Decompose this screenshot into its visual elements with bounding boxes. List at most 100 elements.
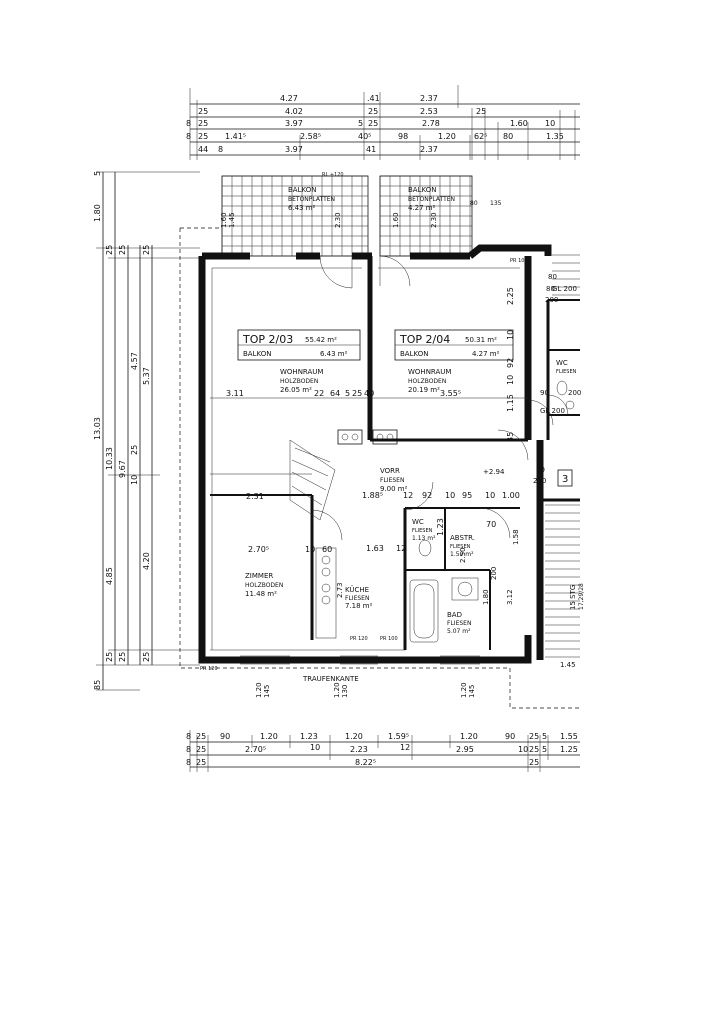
dim-in-1-88: 1.88⁵ <box>362 491 383 500</box>
dim-bot-r2-c: 2.70⁵ <box>245 745 266 754</box>
top-204-balcony-label: BALKON <box>400 350 428 358</box>
dim-in-1-23: 1.23 <box>436 518 445 536</box>
dim-bot-r1-j: 25 <box>529 732 539 741</box>
dim-top-r2-d: 2.53 <box>420 107 438 116</box>
dim-in-1-63: 1.63 <box>366 544 384 553</box>
dim-top-r2-c: 25 <box>368 107 378 116</box>
wc2-name: WC <box>556 359 568 367</box>
dim-top-r3-a: 8 <box>186 119 191 128</box>
dim-top-41: .41 <box>367 94 380 103</box>
top-204-area: 50.31 m² <box>465 336 497 344</box>
dim-top-r5-b: 8 <box>218 145 223 154</box>
dim-in-200: 200 <box>533 477 546 485</box>
dim-in-1-58: 1.58 <box>512 529 520 545</box>
dim-top-r3-d: 5 <box>358 119 363 128</box>
dim-left-25a: 25 <box>105 245 114 255</box>
dim-in-80b: 80 <box>548 273 557 281</box>
pr120-b: PR 120 <box>200 666 218 672</box>
dim-top-r5-e: 2.37 <box>420 145 438 154</box>
dim-top-r4-d: 2.58⁵ <box>300 132 321 141</box>
gl200-label: GL 200 <box>540 407 565 415</box>
dim-in-64: 64 <box>330 389 340 398</box>
wohnraum1-name: WOHNRAUM <box>280 368 323 376</box>
dim-top-r3-b: 25 <box>198 119 208 128</box>
dim-bot-r2-f: 12 <box>400 743 410 752</box>
dim-in-3-12: 3.12 <box>506 589 514 605</box>
dim-bot-r1-d: 1.20 <box>260 732 278 741</box>
dim-top-r4-i: 80 <box>503 132 513 141</box>
dim-top-r5-a: 44 <box>198 145 208 154</box>
dim-in-10e: 10 <box>506 375 515 385</box>
dim-in-22: 22 <box>314 389 324 398</box>
dim-left-4-85: 4.85 <box>105 567 114 585</box>
stg-name: 15 STG <box>569 585 577 610</box>
dim-in-10a: 10 <box>445 491 455 500</box>
dim-bot-r2-d: 10 <box>310 743 320 752</box>
dim-bot-r1-c: 90 <box>220 732 230 741</box>
pr120-a: PR 120 <box>350 636 368 642</box>
dim-balc-1-60a: 1.60 <box>220 212 228 228</box>
dim-in-35: 35 <box>506 432 515 442</box>
dim-top-r3-c: 3.97 <box>285 119 303 128</box>
dim-bot-r1-i: 90 <box>505 732 515 741</box>
dim-in-2-73: 2.73 <box>336 582 344 598</box>
abstr-floor: FLIESEN <box>450 544 471 550</box>
doors <box>311 255 569 541</box>
bottom-windows <box>240 655 480 665</box>
top-203-area: 55.42 m² <box>305 336 337 344</box>
dim-in-1-00: 1.00 <box>502 491 520 500</box>
dim-bot-r2-b: 25 <box>196 745 206 754</box>
dim-in-win3b: 145 <box>468 685 476 698</box>
dim-bot-r3-b: 25 <box>196 758 206 767</box>
zimmer-name: ZIMMER <box>245 572 273 580</box>
dim-bot-r3-c: 8.22⁵ <box>355 758 376 767</box>
dim-in-5: 5 <box>345 389 350 398</box>
dim-balc-135: 135 <box>490 200 502 207</box>
top-203-balcony-area: 6.43 m² <box>320 350 348 358</box>
dim-left-10: 10 <box>130 475 139 485</box>
dim-in-1-80: 1.80 <box>482 589 490 605</box>
top-203-name: TOP 2/03 <box>242 333 293 346</box>
balkon1-name: BALKON <box>288 186 316 194</box>
pr100-top: PR 100 <box>510 258 528 264</box>
dim-in-2-70: 2.70⁵ <box>248 545 269 554</box>
dim-left-85: 85 <box>93 680 102 690</box>
dim-bot-r1-a: 8 <box>186 732 191 741</box>
dim-left-25g: 25 <box>142 652 151 662</box>
dim-in-200d: 200 <box>490 567 498 580</box>
dim-bot-r1-k: 5 <box>542 732 547 741</box>
top-dimension-chains: 4.27 .41 2.37 25 4.02 25 2.53 25 8 25 3.… <box>186 85 580 160</box>
dim-left-4-20: 4.20 <box>142 552 151 570</box>
kueche-floor: FLIESEN <box>345 595 369 602</box>
dim-bot-r2-e: 2.23 <box>350 745 368 754</box>
unit-labels: TOP 2/03 55.42 m² BALKON 6.43 m² TOP 2/0… <box>237 329 514 361</box>
dim-bot-r3-a: 8 <box>186 758 191 767</box>
dim-bot-r2-j: 5 <box>542 745 547 754</box>
vorr-name: VORR <box>380 467 400 475</box>
balkon2-floor: BETONPLATTEN <box>408 196 455 203</box>
dim-balc-1-45a: 1.45 <box>228 212 236 228</box>
dim-in-win1b: 145 <box>263 685 271 698</box>
dim-in-80: 80 <box>536 466 545 474</box>
inner-annotations: PR 100 PR 100 PR 120 PR 120 TRAUFENKANTE… <box>200 212 581 698</box>
gl80-label: 80 <box>546 285 555 293</box>
dim-top-2-37: 2.37 <box>420 94 438 103</box>
kueche-area: 7.18 m² <box>345 602 373 610</box>
dim-in-12b: 12 <box>396 544 406 553</box>
wohnraum2-area: 20.19 m² <box>408 386 440 394</box>
bad-area: 5.07 m² <box>447 628 471 635</box>
dim-top-r3-f: 2.78 <box>422 119 440 128</box>
bottom-dimension-chains: 8 25 90 1.20 1.23 1.20 1.59⁵ 1.20 90 25 … <box>186 730 580 772</box>
traufenkante-label: TRAUFENKANTE <box>302 675 359 683</box>
dim-left-1-80: 1.80 <box>93 204 102 222</box>
dim-left-overall: 13.03 <box>93 417 102 440</box>
dim-bot-r1-f: 1.20 <box>345 732 363 741</box>
dim-left-10-33: 10.33 <box>105 447 114 470</box>
level-label: +2.94 <box>483 468 505 476</box>
spiral-stair <box>289 429 398 521</box>
dim-top-r5-c: 3.97 <box>285 145 303 154</box>
dim-in-25: 25 <box>352 389 362 398</box>
stg-sub: 17,29/28 <box>578 583 585 610</box>
bad-floor: FLIESEN <box>447 620 471 627</box>
